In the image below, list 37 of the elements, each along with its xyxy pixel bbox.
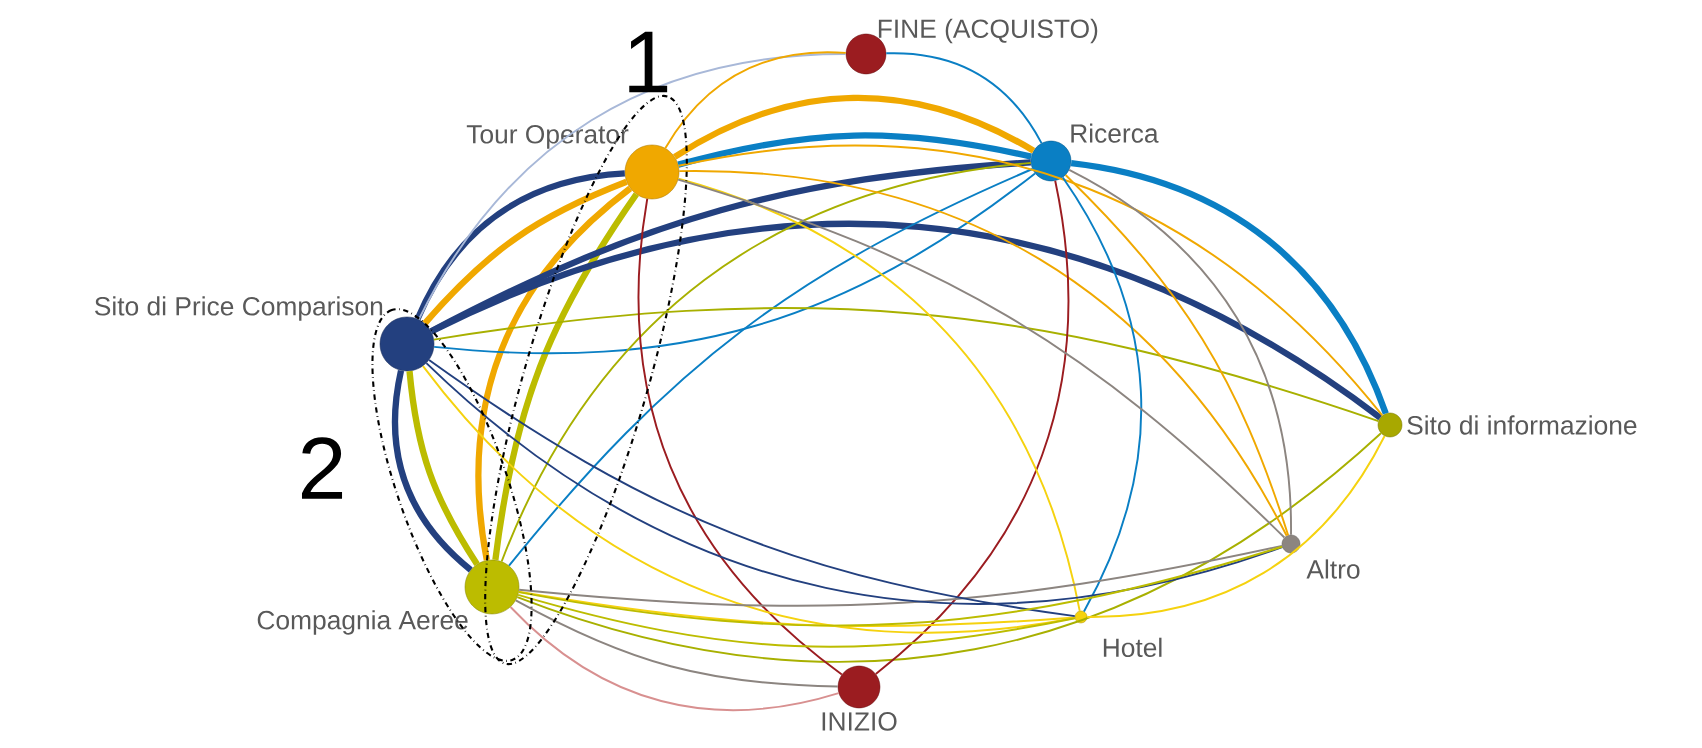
connector [417, 53, 847, 321]
connector [516, 432, 1382, 663]
connector [677, 145, 1384, 417]
connector [514, 599, 839, 688]
callout-number: 2 [302, 437, 343, 499]
node-label: Sito di Price Comparison [94, 296, 383, 321]
callout-number: 1 [629, 31, 668, 93]
connector [429, 220, 1382, 421]
node-label: Hotel [1103, 637, 1162, 658]
connector [432, 307, 1380, 422]
connector [874, 179, 1069, 675]
connector [885, 52, 1043, 145]
connector [425, 362, 1284, 605]
connector [673, 94, 1036, 160]
node-label: FINE (ACQUISTO) [878, 18, 1098, 44]
connector [509, 606, 840, 711]
node-label: INIZIO [822, 712, 897, 731]
connector [1061, 176, 1142, 613]
connector [677, 132, 1032, 168]
connector [392, 370, 473, 573]
connector [518, 544, 1283, 607]
connector [664, 51, 847, 150]
node-label: Compagnia Aeree [257, 610, 468, 635]
connector [517, 545, 1284, 627]
connector [433, 172, 1036, 355]
connector [637, 197, 843, 676]
connector [475, 185, 633, 561]
connector [492, 192, 639, 561]
connector [1070, 159, 1389, 415]
connector [677, 177, 1081, 612]
node-label: Tour Operator [466, 124, 629, 149]
connector [517, 593, 1076, 648]
node-label: Ricerca [1071, 123, 1159, 143]
node-label: Sito di informazione [1407, 415, 1637, 435]
connector [1086, 435, 1386, 618]
connector [406, 370, 480, 566]
node-label: Altro [1306, 559, 1360, 579]
